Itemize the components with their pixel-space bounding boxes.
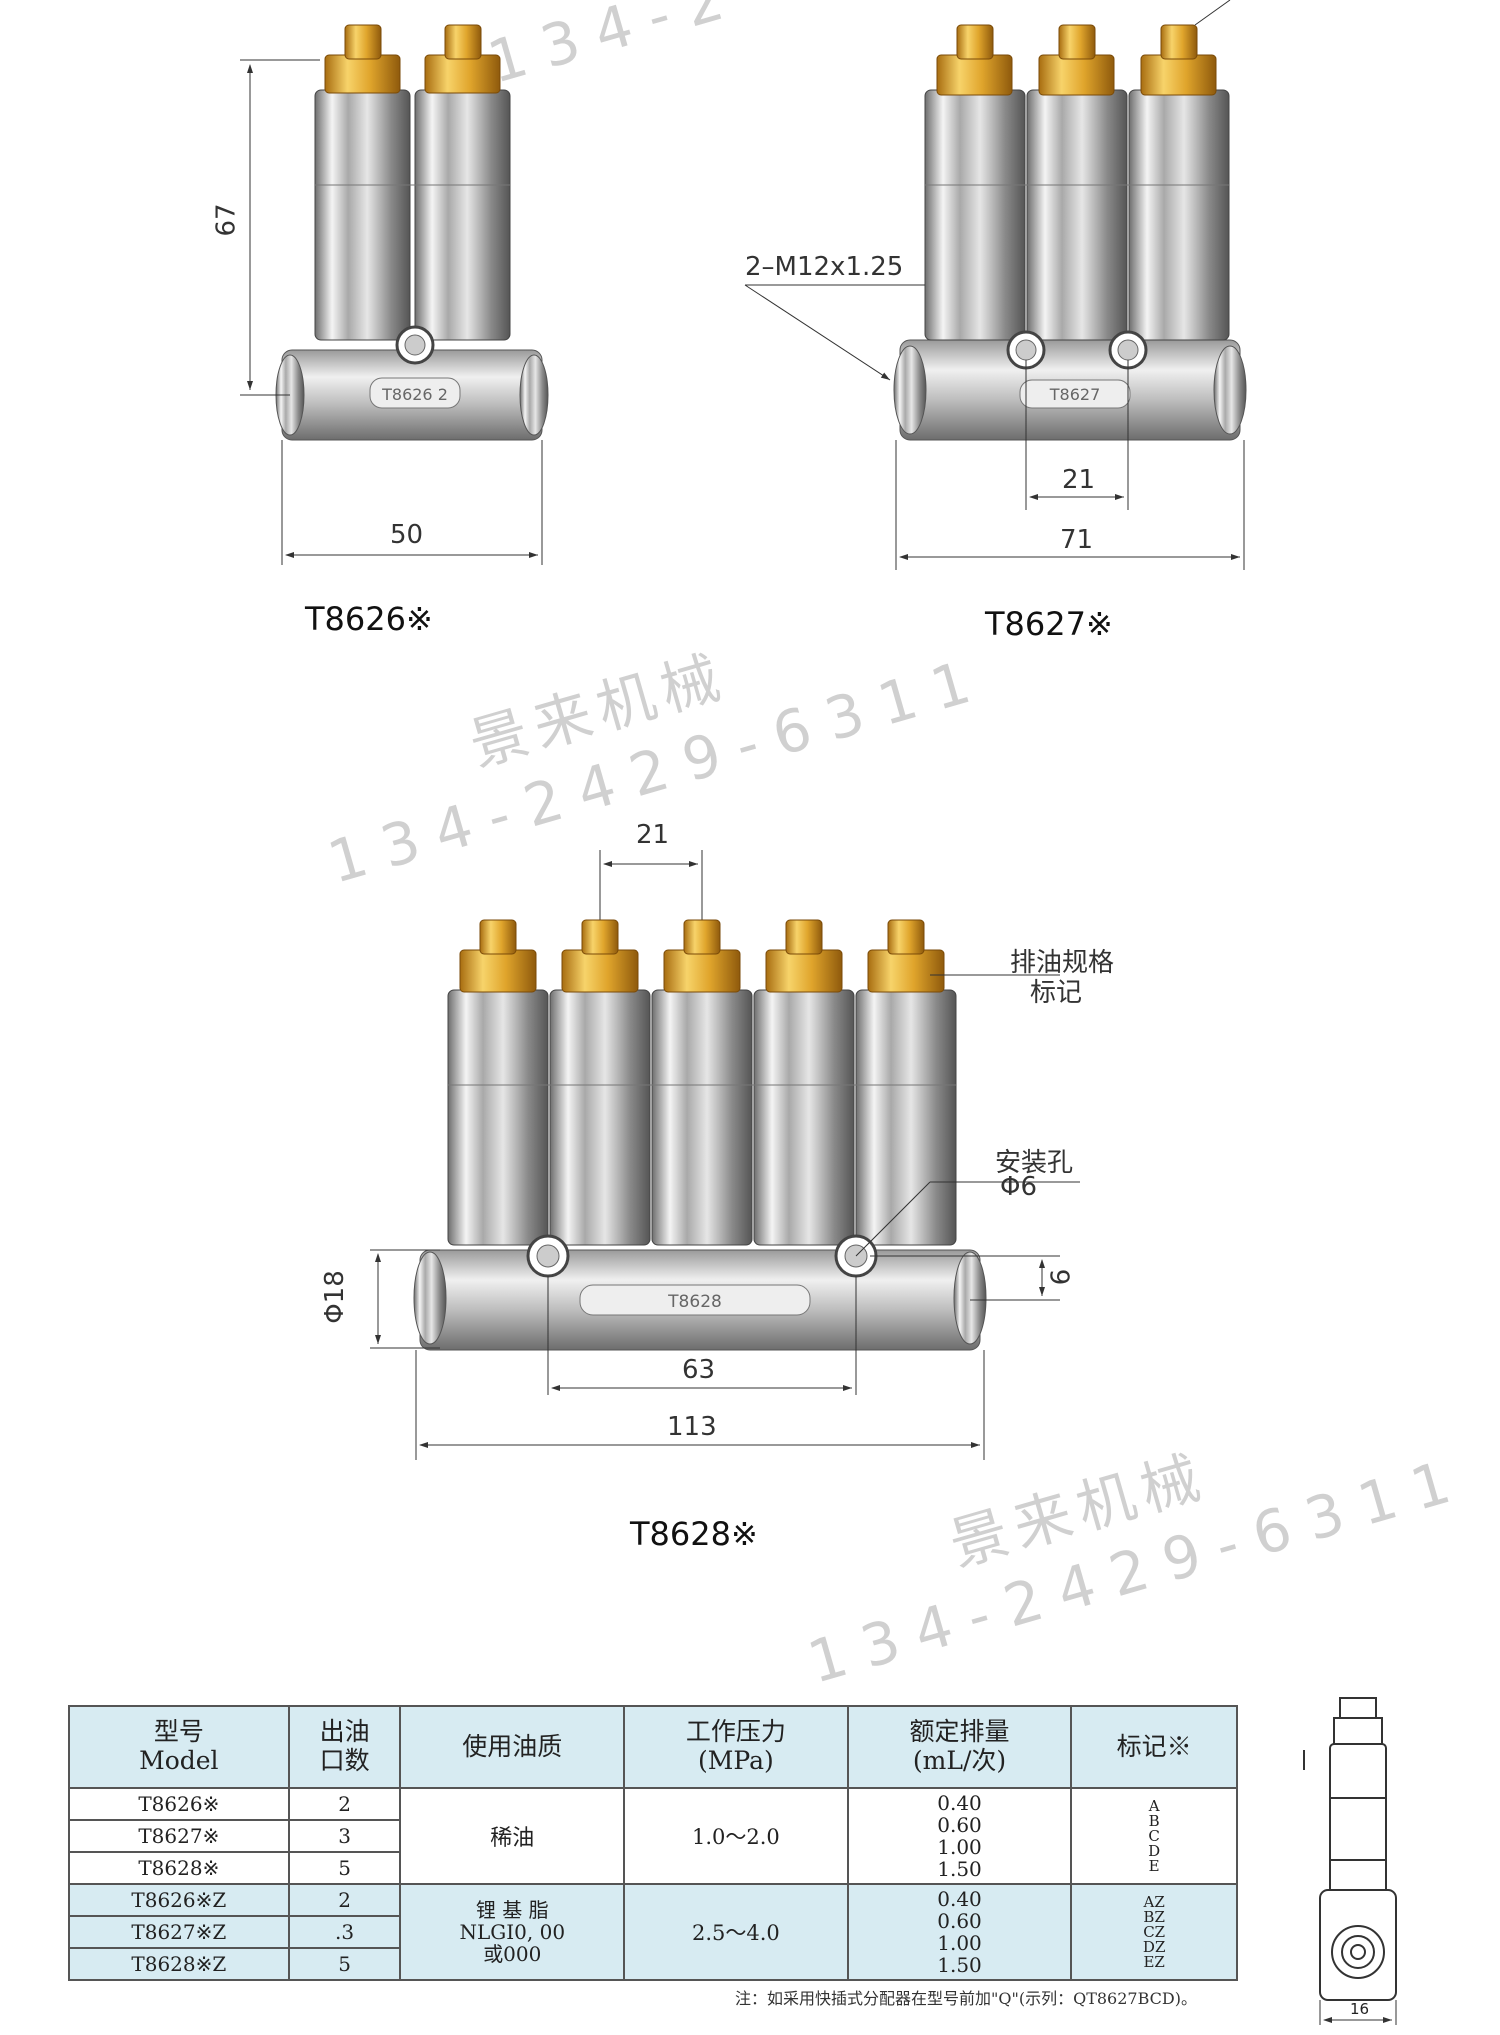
t8626-drawing: T8626 2 — [240, 24, 549, 565]
t8628-offset-dim: 9 — [1043, 1268, 1074, 1286]
t8628-mount-hole-size: Φ6 — [1000, 1172, 1038, 1202]
side-view-drawing: 16 — [1300, 1690, 1420, 2030]
diagram-t8628: T8628 — [320, 820, 1130, 1480]
cell-model: T8628※ — [68, 1851, 290, 1885]
t8628-height-dim: Φ18 — [319, 1270, 350, 1324]
cell-ports: .3 — [287, 1915, 402, 1949]
header-medium: 使用油质 — [399, 1705, 626, 1789]
diagram-t8626: T8626 2 67 50 — [210, 10, 570, 570]
cell-model: T8626※ — [68, 1787, 290, 1821]
t8628-drawing: T8628 — [370, 850, 1080, 1460]
header-mark: 标记※ — [1070, 1705, 1238, 1789]
t8628-outlet-mark-label-2: 标记 — [1030, 978, 1083, 1008]
cell-model: T8626※Z — [68, 1883, 290, 1917]
table-row: T8627※ 3 — [68, 1819, 1237, 1853]
side-view-svg — [1303, 1697, 1397, 2025]
cell-ports: 2 — [287, 1787, 402, 1821]
t8626-caption: T8626※ — [305, 600, 433, 638]
header-volume: 额定排量(mL/次) — [846, 1705, 1073, 1789]
t8628-plate: T8628 — [667, 1292, 722, 1312]
cell-pressure-oil: 1.0～2.0 — [623, 1787, 849, 1885]
table-row: T8628※ 5 — [68, 1851, 1237, 1885]
t8628-width-dim: 113 — [667, 1412, 717, 1442]
table-row: T8627※Z .3 — [68, 1915, 1237, 1949]
t8628-caption: T8628※ — [630, 1515, 758, 1553]
header-pressure: 工作压力(MPa) — [623, 1705, 849, 1789]
diagram-t8627: T8627 2–M12x1.25 21 71 — [730, 0, 1280, 580]
side-view-width-dim: 16 — [1350, 2000, 1370, 2018]
t8627-plate: T8627 — [1049, 385, 1101, 404]
cell-model: T8627※Z — [68, 1915, 290, 1949]
t8627-drawing: T8627 — [744, 0, 1247, 570]
cell-ports: 5 — [287, 1851, 402, 1885]
cell-model: T8627※ — [68, 1819, 290, 1853]
t8628-hole-spacing-dim: 63 — [682, 1355, 716, 1385]
t8628-outlet-mark-label-1: 排油规格 — [1010, 948, 1115, 978]
table-footnote: 注：如采用快插式分配器在型号前加"Q"(示列：QT8627BCD)。 — [735, 1989, 1197, 2008]
t8627-caption: T8627※ — [985, 605, 1113, 643]
t8627-pitch-dim: 21 — [1062, 465, 1096, 495]
cell-ports: 2 — [287, 1883, 402, 1917]
t8626-height-dim: 67 — [211, 203, 242, 237]
t8627-thread-label: 2–M12x1.25 — [745, 252, 904, 282]
t8627-width-dim: 71 — [1060, 525, 1094, 555]
cell-ports: 3 — [287, 1819, 402, 1853]
t8628-pitch-dim: 21 — [636, 820, 670, 850]
header-ports: 出油口数 — [287, 1705, 402, 1789]
table-row: T8628※Z 5 — [68, 1947, 1237, 1981]
cell-pressure-grease: 2.5～4.0 — [623, 1883, 849, 1981]
cell-medium-oil: 稀油 — [399, 1787, 626, 1885]
t8626-plate: T8626 2 — [381, 385, 448, 404]
cell-ports: 5 — [287, 1947, 402, 1981]
cell-model: T8628※Z — [68, 1947, 290, 1981]
t8626-width-dim: 50 — [390, 520, 424, 550]
t8628-mount-hole-label: 安装孔 — [995, 1148, 1074, 1178]
